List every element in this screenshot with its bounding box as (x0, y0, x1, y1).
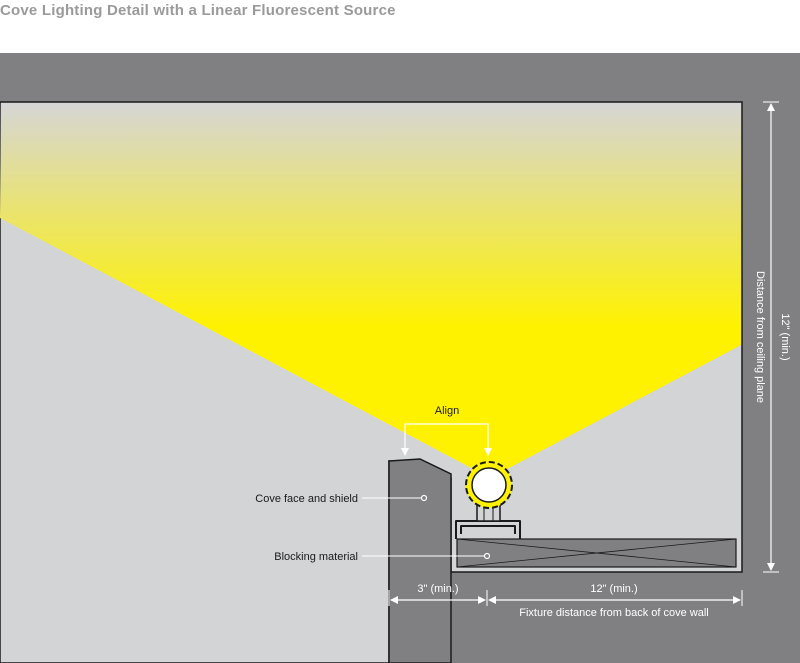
fixture-distance-label: Fixture distance from back of cove wall (519, 607, 709, 619)
height-dimension: 12" (min.) Distance from ceiling plane (754, 101, 791, 573)
width-3-label: 3" (min.) (417, 583, 458, 595)
cove-face-shield (388, 458, 452, 663)
fluorescent-lamp (471, 467, 507, 503)
blocking-material (456, 538, 737, 568)
height-dimension-label: 12" (min.) (779, 313, 791, 360)
align-label: Align (435, 405, 459, 417)
blocking-callout: Blocking material (274, 551, 491, 563)
align-callout: Align (401, 405, 492, 456)
width-dimensions: 3" (min.) 12" (min.) Fixture distance fr… (388, 583, 743, 619)
page-title: Cove Lighting Detail with a Linear Fluor… (0, 2, 396, 19)
width-12-label: 12" (min.) (590, 583, 637, 595)
blocking-label: Blocking material (274, 551, 358, 563)
fluorescent-fixture (455, 461, 521, 539)
cove-face-callout: Cove face and shield (255, 493, 428, 505)
light-cone (0, 103, 741, 478)
cove-face-label: Cove face and shield (255, 493, 358, 505)
height-description: Distance from ceiling plane (754, 271, 766, 403)
